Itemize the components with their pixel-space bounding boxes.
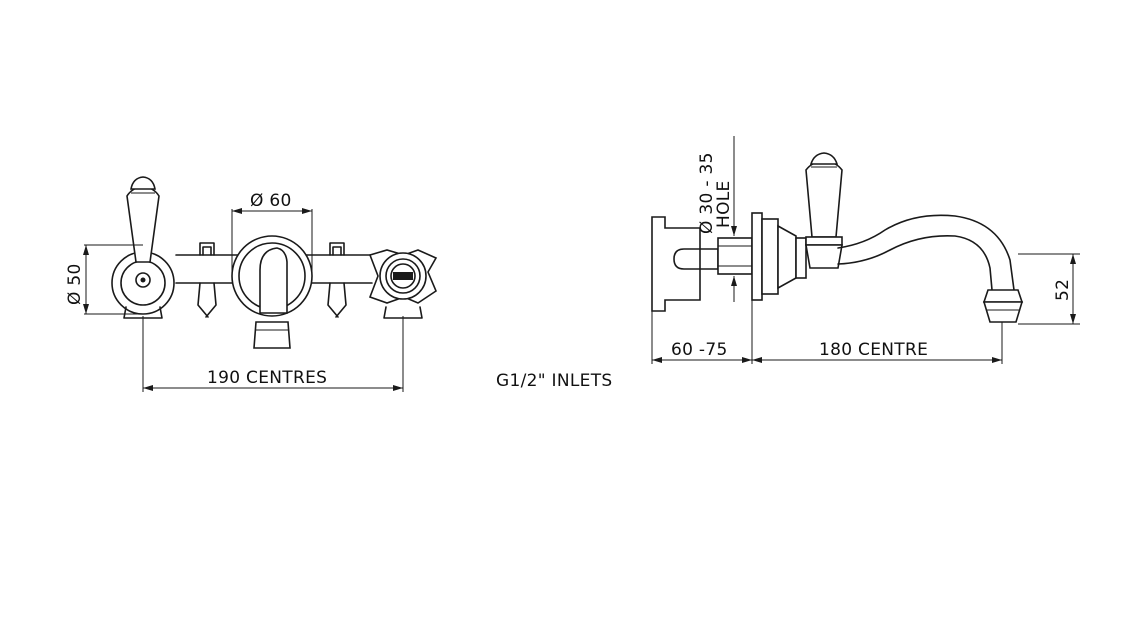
label-hole-line1: Ø 30 - 35 (697, 152, 717, 234)
label-hole-line2: HOLE (714, 180, 734, 228)
side-spout (837, 214, 1024, 323)
label-spout-height: 52 (1053, 279, 1073, 301)
front-view: Ø 60 Ø 50 190 CENTRES (65, 176, 438, 392)
front-spout (231, 235, 313, 349)
label-inlets: G1/2" INLETS (496, 371, 612, 391)
dim-spout-height (1018, 253, 1080, 325)
label-spout-reach: 180 CENTRE (819, 340, 928, 360)
side-flange (751, 212, 807, 301)
right-cross-valve (368, 249, 438, 319)
left-lever-valve (111, 176, 175, 319)
dim-spout-reach (752, 322, 1003, 364)
dim-spout-diameter (231, 208, 313, 276)
dim-hole (731, 136, 737, 302)
front-pipe-clips (197, 242, 347, 318)
dim-left-diameter (83, 244, 143, 315)
side-wall-body (651, 216, 753, 312)
dim-centres-front (142, 316, 404, 392)
label-centres-front: 190 CENTRES (207, 368, 327, 388)
label-spout-diameter: Ø 60 (250, 191, 292, 211)
label-wall-depth: 60 -75 (671, 340, 728, 360)
dim-wall-depth (651, 300, 753, 364)
side-view: Ø 30 - 35 HOLE 60 -75 180 CENTRE 52 (651, 136, 1080, 364)
label-left-diameter: Ø 50 (65, 263, 85, 305)
side-lever (805, 152, 843, 269)
